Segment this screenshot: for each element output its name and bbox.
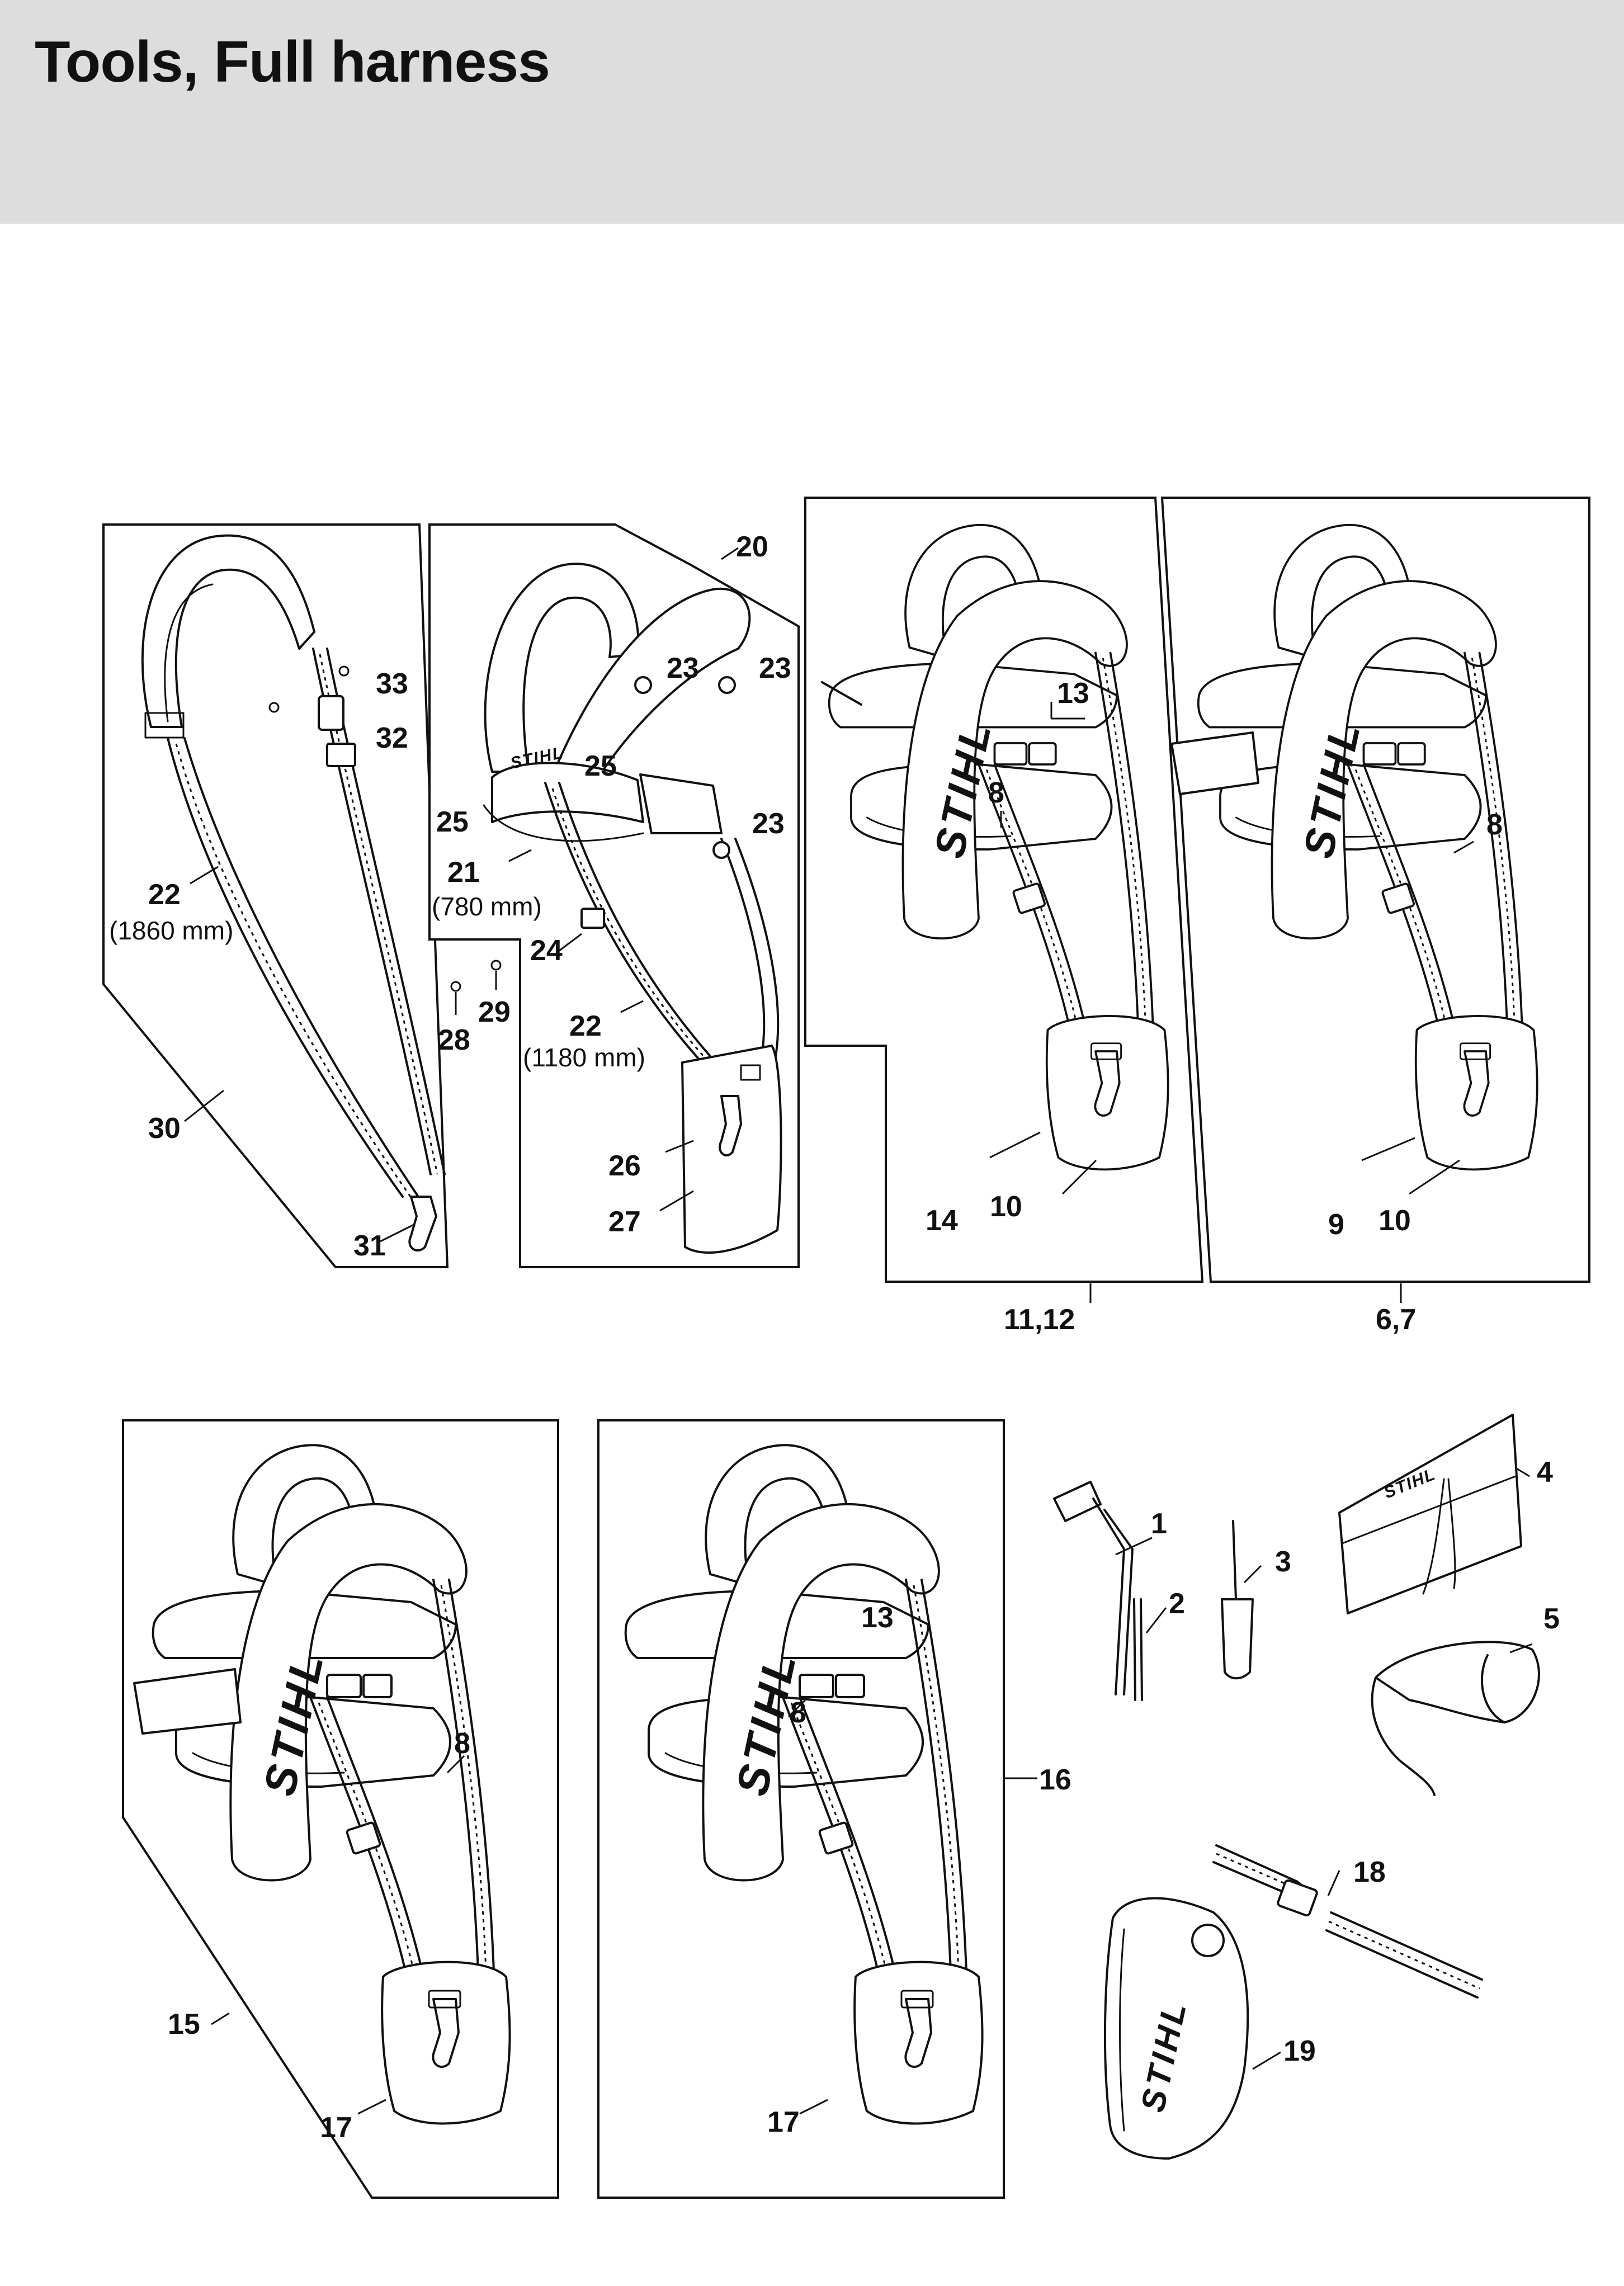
callout-22-b-length: (1180 mm) bbox=[523, 1043, 645, 1072]
callout-25-a: 25 bbox=[584, 750, 617, 782]
callout-23-c: 23 bbox=[752, 807, 785, 840]
callout-22-a-length: (1860 mm) bbox=[109, 916, 233, 945]
callout-29: 29 bbox=[478, 996, 511, 1028]
callout-9: 9 bbox=[1328, 1208, 1344, 1241]
callout-6-7: 6,7 bbox=[1376, 1303, 1416, 1336]
callout-8-c: 8 bbox=[454, 1727, 470, 1760]
callout-labels: 20 33 32 23 23 25 25 23 21 (780 mm) 22 (… bbox=[109, 531, 1560, 2144]
panel-harness-11-12 bbox=[804, 497, 1204, 1283]
callout-10-b: 10 bbox=[1378, 1205, 1411, 1237]
callout-21-length: (780 mm) bbox=[432, 892, 542, 921]
callout-33: 33 bbox=[376, 668, 408, 700]
callout-8-a: 8 bbox=[988, 777, 1004, 809]
callout-26: 26 bbox=[608, 1150, 641, 1182]
callout-16: 16 bbox=[1039, 1764, 1071, 1796]
callout-11-12: 11,12 bbox=[1004, 1303, 1075, 1336]
callout-25-b: 25 bbox=[436, 806, 469, 838]
callout-3: 3 bbox=[1275, 1546, 1291, 1578]
callout-23-a: 23 bbox=[667, 652, 699, 684]
loose-parts: STIHL STIHL bbox=[1053, 1414, 1540, 2160]
callout-15: 15 bbox=[168, 2008, 200, 2041]
panel-harness-6-7 bbox=[1160, 497, 1590, 1283]
callout-28: 28 bbox=[438, 1024, 470, 1056]
callout-4: 4 bbox=[1537, 1456, 1553, 1489]
callout-22-b: 22 bbox=[569, 1010, 602, 1042]
callout-19: 19 bbox=[1283, 2035, 1316, 2067]
callout-22-a: 22 bbox=[148, 878, 181, 911]
leader-lines bbox=[184, 547, 1533, 2115]
callout-18: 18 bbox=[1353, 1856, 1386, 1888]
panel-harness-16 bbox=[597, 1419, 1005, 2199]
panel-shoulder-strap bbox=[102, 523, 502, 1268]
callout-23-b: 23 bbox=[759, 652, 791, 684]
callout-8-d: 8 bbox=[790, 1697, 806, 1729]
panel-harness-20: STIHL bbox=[428, 523, 800, 1268]
callout-17-a: 17 bbox=[320, 2112, 352, 2144]
callout-2: 2 bbox=[1169, 1588, 1185, 1620]
page-title: Tools, Full harness bbox=[35, 30, 550, 95]
callout-14: 14 bbox=[926, 1205, 958, 1237]
callout-17-b: 17 bbox=[767, 2106, 800, 2138]
callout-13-a: 13 bbox=[1057, 677, 1089, 710]
callout-24: 24 bbox=[530, 934, 563, 967]
callout-31: 31 bbox=[353, 1230, 386, 1262]
callout-1: 1 bbox=[1151, 1508, 1167, 1540]
callout-10-a: 10 bbox=[990, 1191, 1022, 1223]
callout-30: 30 bbox=[148, 1112, 181, 1145]
callout-8-b: 8 bbox=[1486, 809, 1503, 841]
callout-21: 21 bbox=[447, 856, 480, 889]
panel-harness-15 bbox=[122, 1419, 559, 2199]
callout-13-b: 13 bbox=[861, 1602, 894, 1634]
header-band: Tools, Full harness bbox=[0, 0, 1624, 224]
callout-27: 27 bbox=[608, 1206, 641, 1238]
callout-32: 32 bbox=[376, 722, 408, 754]
callout-5: 5 bbox=[1543, 1603, 1560, 1635]
callout-20: 20 bbox=[736, 531, 768, 563]
